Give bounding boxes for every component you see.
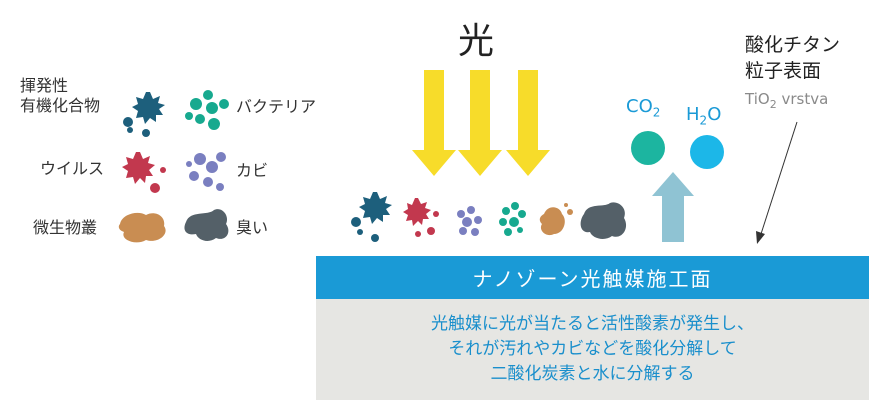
legend-label-bacteria: バクテリア <box>236 97 317 116</box>
light-arrow <box>506 70 550 176</box>
legend-label-dust: 微生物叢 <box>33 218 98 237</box>
light-label: 光 <box>458 21 495 62</box>
tio2-title-line2: 粒子表面 <box>745 60 822 82</box>
tio2-title-line1: 酸化チタン <box>745 34 841 56</box>
surface-pointer-line <box>760 121 798 235</box>
h2o-num: 2 <box>699 113 708 128</box>
tio2-sub-num: 2 <box>769 98 777 111</box>
description-line: 二酸化炭素と水に分解する <box>490 364 695 384</box>
co2-num: 2 <box>652 105 661 120</box>
description-line: それが汚れやカビなどを酸化分解して <box>448 339 737 359</box>
light-arrow <box>458 70 502 176</box>
voc-icon <box>123 92 165 137</box>
legend-label-odor: 臭い <box>236 218 269 237</box>
legend-label-virus: ウイルス <box>40 159 105 178</box>
dust-icon <box>118 212 166 243</box>
tio2-sub-base: TiO <box>745 90 770 108</box>
surface-voc-icon <box>351 192 392 242</box>
virus-icon <box>122 152 166 193</box>
light-arrows <box>412 70 550 176</box>
description-box: 光触媒に光が当たると活性酸素が発生し、 それが汚れやカビなどを酸化分解して 二酸… <box>316 299 869 400</box>
up-arrow <box>652 172 694 242</box>
surface-mold-icon <box>457 206 482 236</box>
tio2-subtitle: TiO2 vrstva <box>745 90 828 111</box>
odor-icon <box>184 209 229 241</box>
h2o-label: H2O <box>686 104 721 128</box>
surface-virus-icon <box>403 198 439 237</box>
description-line: 光触媒に光が当たると活性酸素が発生し、 <box>431 314 754 334</box>
surface-bacteria-icon <box>499 202 526 236</box>
h2o-o: O <box>707 104 722 125</box>
bacteria-icon <box>185 90 229 130</box>
mold-icon <box>186 152 226 191</box>
light-arrow <box>412 70 456 176</box>
h2o-h: H <box>686 104 700 125</box>
surface-dust-icon <box>539 203 573 236</box>
co2-base: CO <box>626 96 653 117</box>
surface-odor-icon <box>580 202 627 239</box>
surface-pointer-arrowhead <box>756 231 765 244</box>
legend-label-voc: 揮発性 有機化合物 <box>20 76 101 115</box>
co2-label: CO2 <box>626 96 660 120</box>
h2o-molecule-icon <box>690 135 724 169</box>
legend-label-mold: カビ <box>236 161 269 180</box>
tio2-sub-rest: vrstva <box>781 90 829 108</box>
co2-molecule-icon <box>631 131 665 165</box>
coated-surface-banner: ナノゾーン光触媒施工面 <box>316 256 869 299</box>
surface-particles <box>351 192 627 242</box>
banner-title: ナノゾーン光触媒施工面 <box>472 267 713 291</box>
